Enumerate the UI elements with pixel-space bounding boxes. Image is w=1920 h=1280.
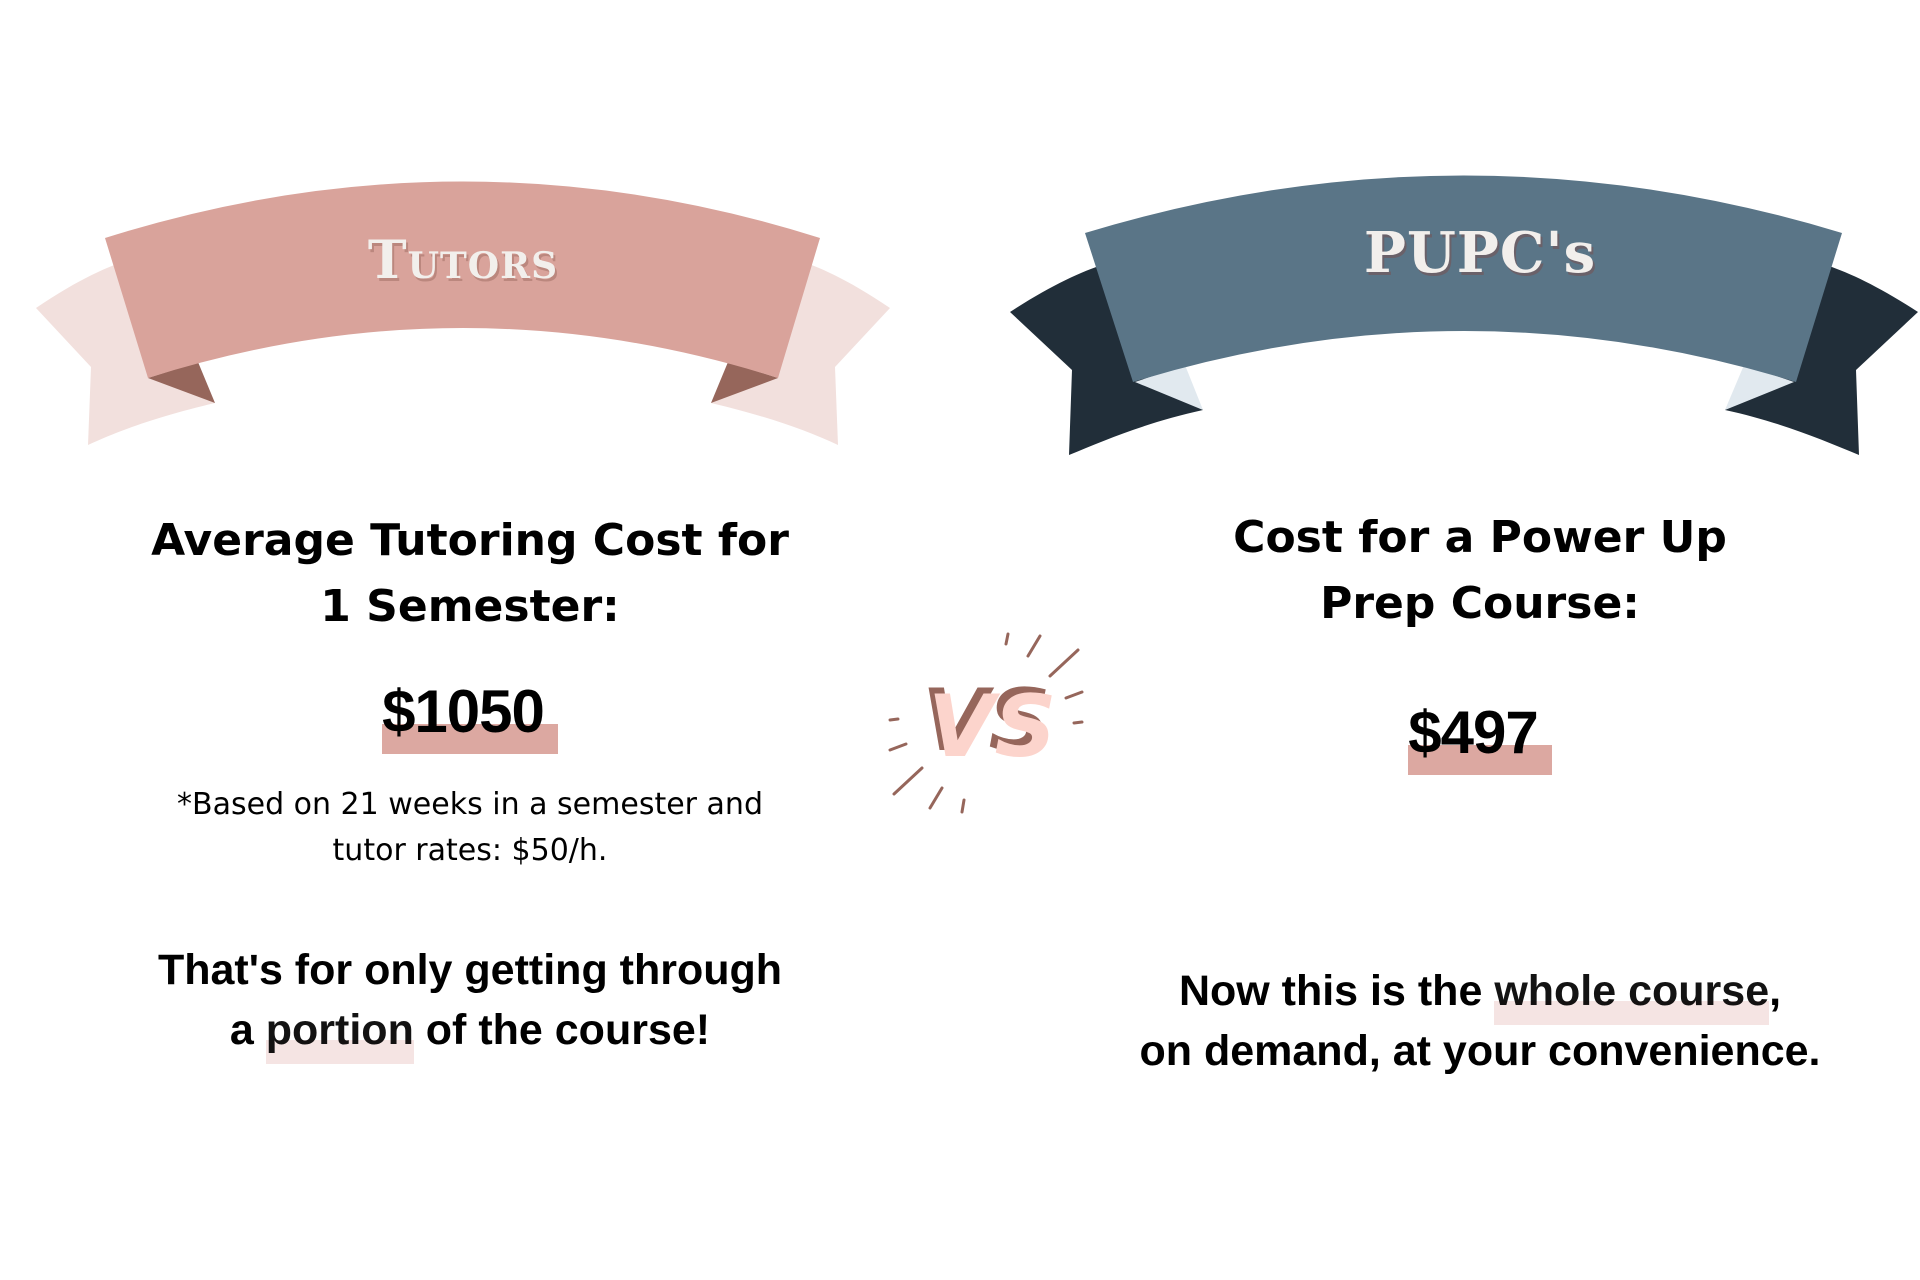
tutors-price: $1050 bbox=[382, 678, 558, 754]
tutors-footnote: *Based on 21 weeks in a semester and tut… bbox=[60, 782, 880, 874]
pupc-ribbon: PUPC's bbox=[1010, 175, 1918, 455]
pupc-ribbon-title: PUPC's bbox=[1364, 220, 1596, 286]
pupc-tagline-highlight-bar bbox=[1494, 1001, 1770, 1025]
burst-lines bbox=[888, 632, 1084, 814]
burst-line bbox=[892, 766, 924, 796]
pupc-ribbon-band bbox=[1085, 175, 1842, 382]
burst-line bbox=[960, 798, 966, 814]
pupc-price: $497 bbox=[1408, 699, 1552, 775]
pupc-heading-line1: Cost for a Power Up bbox=[1233, 512, 1727, 563]
vs-badge: VS VS bbox=[888, 632, 1084, 814]
tutors-tagline-post: of the course! bbox=[413, 1006, 711, 1054]
tutors-tagline-line2: a portion of the course! bbox=[60, 1000, 880, 1064]
pupc-heading: Cost for a Power Up Prep Course: bbox=[1060, 505, 1900, 637]
tutors-price-highlight bbox=[382, 724, 558, 754]
tutors-tagline: That's for only getting through a portio… bbox=[60, 940, 880, 1064]
tutors-heading-line1: Average Tutoring Cost for bbox=[151, 515, 789, 566]
pupc-price-highlight bbox=[1408, 745, 1552, 775]
pupc-tagline-highlight-text: whole course bbox=[1494, 967, 1770, 1015]
tutors-ribbon-right-tail bbox=[711, 260, 890, 445]
burst-line bbox=[888, 742, 908, 752]
pupc-tagline-post: , bbox=[1769, 967, 1782, 1015]
vs-shadow-text: VS bbox=[922, 671, 1051, 771]
tutors-footnote-line2: tutor rates: $50/h. bbox=[332, 833, 608, 868]
tutors-ribbon: Tutors bbox=[36, 181, 890, 445]
pupc-ribbon-left-tail bbox=[1010, 264, 1203, 455]
burst-line bbox=[1004, 632, 1010, 646]
burst-line bbox=[928, 786, 944, 810]
pupc-ribbon-right-tail bbox=[1725, 264, 1918, 455]
tutors-tagline-highlight-bar bbox=[265, 1040, 414, 1064]
tutors-ribbon-left-tail-shape bbox=[36, 260, 215, 445]
vs-text: VS bbox=[928, 677, 1057, 777]
pupc-heading-line2: Prep Course: bbox=[1320, 578, 1640, 629]
tutors-ribbon-title: Tutors bbox=[368, 230, 558, 291]
pupc-price-value: $497 bbox=[1408, 699, 1538, 766]
pupc-tagline-line2: on demand, at your convenience. bbox=[1139, 1027, 1821, 1075]
tutors-price-value: $1050 bbox=[382, 678, 545, 745]
pupc-tagline: Now this is the whole course, on demand,… bbox=[1060, 961, 1900, 1081]
tutors-tagline-highlight: portion bbox=[265, 1000, 414, 1064]
tutors-ribbon-right-fold bbox=[711, 362, 778, 403]
tutors-ribbon-band bbox=[105, 181, 820, 378]
tutors-heading-line2: 1 Semester: bbox=[320, 581, 620, 632]
burst-line bbox=[1072, 720, 1084, 725]
tutors-footnote-line1: *Based on 21 weeks in a semester and bbox=[177, 787, 763, 822]
tutors-tagline-pre: a bbox=[229, 1006, 266, 1054]
burst-line bbox=[1048, 648, 1080, 678]
pupc-tagline-highlight: whole course bbox=[1494, 961, 1770, 1025]
tutors-ribbon-left-fold bbox=[148, 362, 215, 403]
tutors-tagline-line1: That's for only getting through bbox=[157, 946, 783, 994]
pupc-column: Cost for a Power Up Prep Course: $497 No… bbox=[1060, 505, 1900, 1081]
tutors-heading: Average Tutoring Cost for 1 Semester: bbox=[60, 508, 880, 640]
tutors-column: Average Tutoring Cost for 1 Semester: $1… bbox=[60, 508, 880, 1064]
burst-line bbox=[1064, 690, 1084, 700]
pupc-tagline-pre: Now this is the bbox=[1178, 967, 1495, 1015]
burst-line bbox=[1026, 634, 1042, 658]
ribbon-banners: Tutors PUPC's bbox=[36, 175, 1918, 455]
burst-line bbox=[888, 717, 900, 722]
pupc-tagline-line1: Now this is the whole course, bbox=[1060, 961, 1900, 1025]
tutors-tagline-highlight-text: portion bbox=[265, 1006, 414, 1054]
